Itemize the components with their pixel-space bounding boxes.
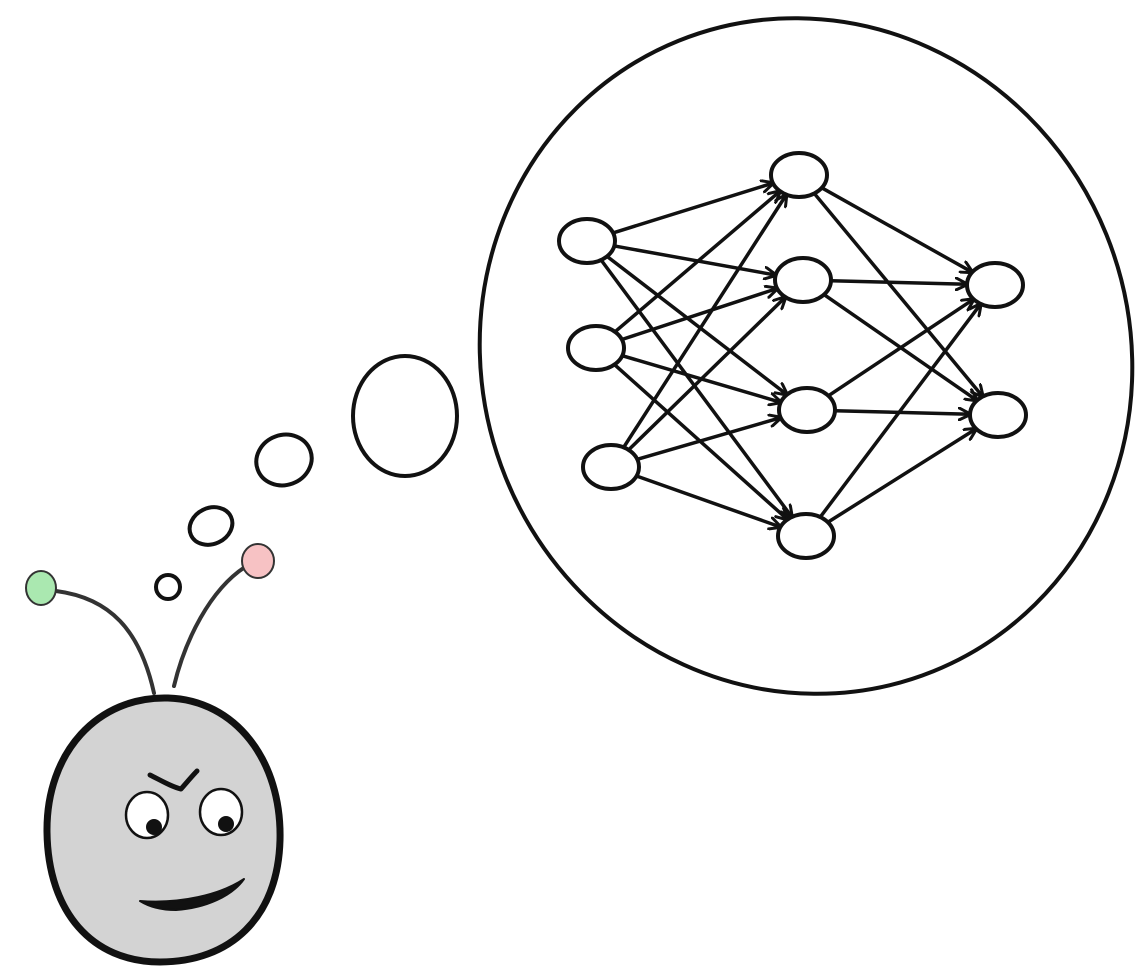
network-edge-hidden-3-to-output-1 <box>826 299 973 398</box>
creature <box>25 543 284 966</box>
network-nodes <box>557 151 1028 560</box>
network-node-hidden-2 <box>773 256 833 304</box>
network-edge-input-3-to-hidden-4 <box>634 474 781 527</box>
network-edge-hidden-1-to-output-2 <box>812 191 982 396</box>
network-node-hidden-3 <box>777 386 837 434</box>
network-edges <box>599 183 983 527</box>
creature-mouth <box>139 878 245 911</box>
network-edge-hidden-4-to-output-1 <box>818 304 980 519</box>
creature-right-pupil <box>218 816 234 832</box>
network-node-output-1 <box>965 261 1025 309</box>
network-edge-hidden-1-to-output-1 <box>820 186 972 272</box>
network-edge-input-3-to-hidden-3 <box>635 418 780 462</box>
network-edge-hidden-4-to-output-2 <box>826 429 976 524</box>
network-node-input-1 <box>557 217 617 265</box>
antenna-right-ball <box>241 543 275 579</box>
network-edge-input-3-to-hidden-2 <box>626 297 786 452</box>
network-edge-hidden-3-to-output-2 <box>833 411 970 415</box>
network-edge-input-1-to-hidden-4 <box>599 258 792 517</box>
network-node-hidden-1 <box>769 151 829 199</box>
network-node-hidden-4 <box>776 512 836 560</box>
network-edge-input-2-to-hidden-2 <box>620 288 777 342</box>
network-edge-input-2-to-hidden-1 <box>613 191 780 334</box>
thought-trail <box>154 354 459 601</box>
network-node-input-2 <box>566 324 626 372</box>
network-edge-input-1-to-hidden-1 <box>611 183 773 235</box>
thought-trail-bubble-small <box>187 505 235 547</box>
network-edge-hidden-2-to-output-1 <box>829 281 967 285</box>
network-edge-input-1-to-hidden-2 <box>612 244 775 275</box>
network-node-output-2 <box>968 391 1028 439</box>
thought-trail-bubble-tiny <box>154 573 182 601</box>
antenna-left-ball <box>25 570 57 606</box>
antenna-right <box>172 565 247 688</box>
antenna-left <box>54 589 156 695</box>
creature-left-eye <box>124 790 170 840</box>
network-edge-input-1-to-hidden-3 <box>605 254 787 394</box>
network-edge-input-3-to-hidden-1 <box>621 195 787 450</box>
thought-trail-bubble-large <box>351 354 459 478</box>
thought-bubble <box>477 16 1135 696</box>
creature-left-pupil <box>146 819 162 835</box>
network-node-input-3 <box>581 443 641 491</box>
creature-eyebrow <box>147 768 200 792</box>
thought-trail-bubble-medium <box>254 432 314 488</box>
